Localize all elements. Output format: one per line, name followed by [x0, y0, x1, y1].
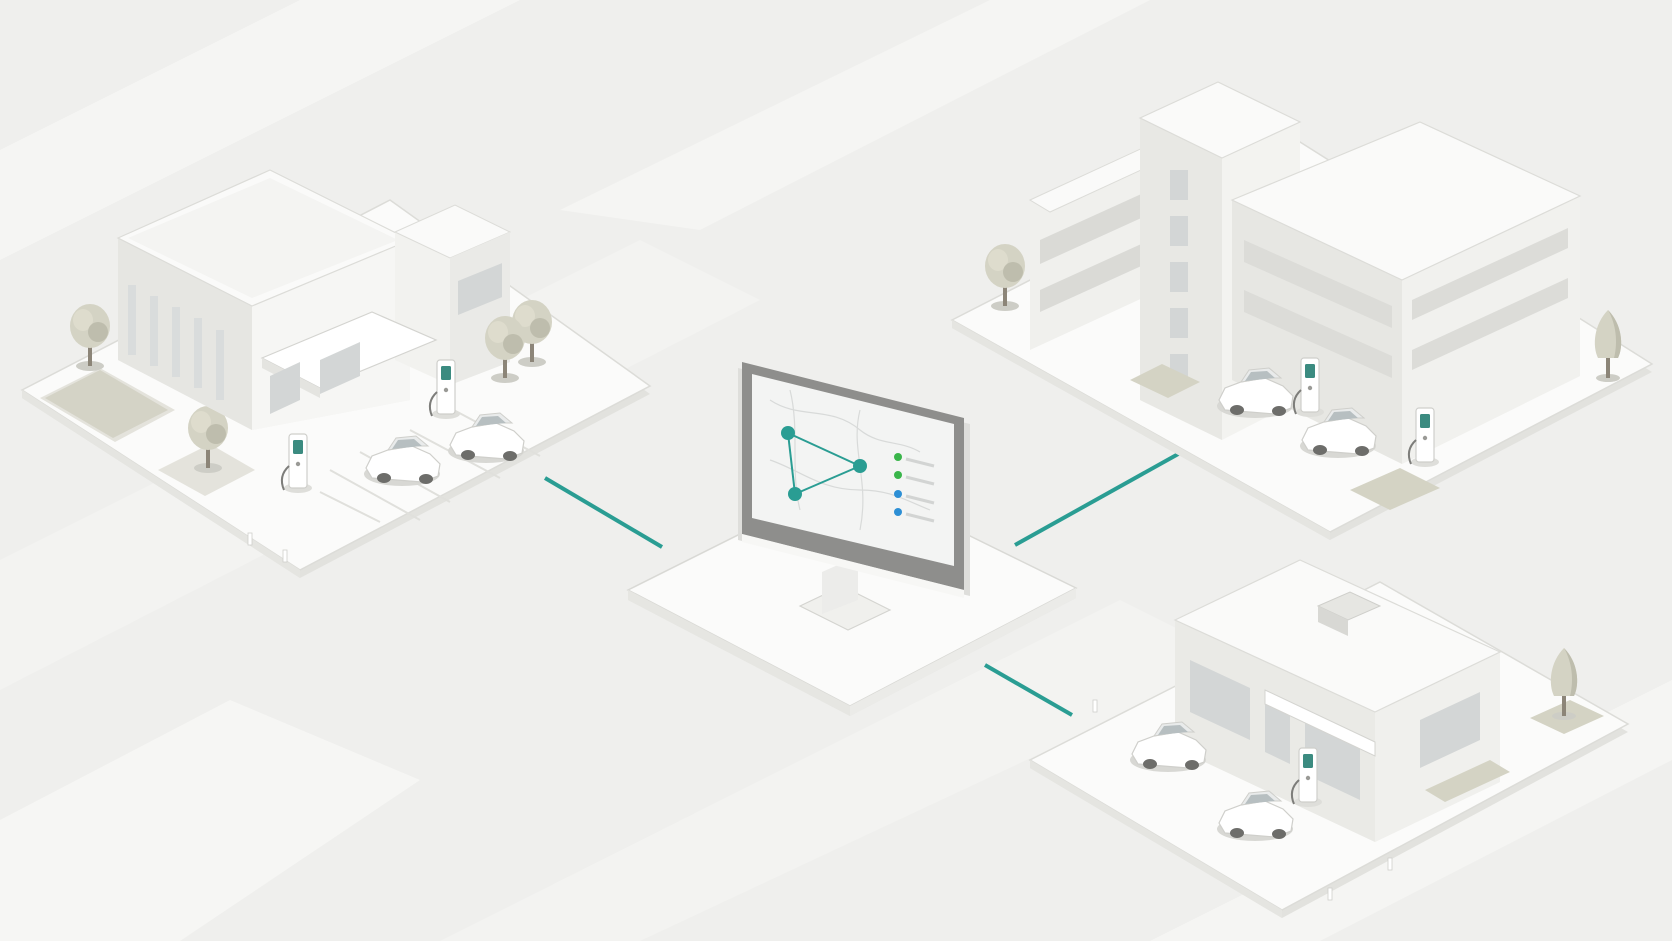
central-dashboard: [626, 362, 1078, 716]
dashboard-legend: [894, 453, 935, 523]
connector-garage: [1014, 451, 1181, 547]
network-connectors: [543, 451, 1181, 717]
monitor-icon: [738, 362, 970, 598]
network-graph-icon: [781, 426, 867, 501]
connector-office: [543, 476, 664, 549]
site-parking-garage: [950, 81, 1654, 540]
connector-retail: [984, 663, 1073, 717]
site-retail-store: [1028, 559, 1630, 918]
site-office-building: [20, 169, 652, 578]
